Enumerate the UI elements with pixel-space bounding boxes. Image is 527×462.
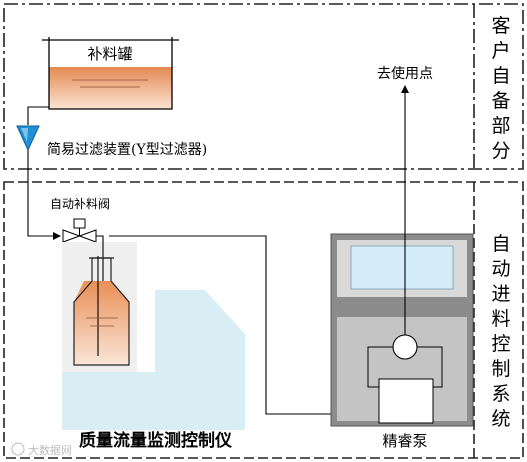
pump-label: 精睿泵 [382,432,427,450]
pump-screen [350,245,454,290]
y-filter: 简易过滤装置(Y型过滤器) [16,125,207,158]
customer-char: 部 [491,115,510,137]
valve-label: 自动补料阀 [50,197,110,211]
destination-label: 去使用点 [377,65,433,82]
auto-char: 自 [491,233,510,255]
controller-platform [62,290,245,430]
filter-icon [16,125,40,152]
customer-char: 户 [491,40,510,62]
bottle-outline [73,257,130,366]
pump-head [378,378,434,424]
watermark: 大数据网 [11,442,72,457]
pump-rotor-icon [392,334,418,360]
tank-wall [48,37,173,110]
tank-outlet-pipe [27,106,49,125]
filter-label: 简易过滤装置(Y型过滤器) [47,141,207,158]
valve-body-icon [78,229,97,243]
customer-char: 分 [491,140,510,162]
filter-highlight [21,128,28,142]
auto-char: 制 [491,358,510,380]
auto-char: 动 [491,258,510,280]
auto-char: 控 [491,333,510,355]
auto-feed-valve: 自动补料阀 [50,197,110,243]
tank-label: 补料罐 [87,45,132,63]
customer-char: 备 [491,90,510,112]
auto-section-title: 自 动 进 料 控 制 系 统 [491,233,510,430]
pump: 精睿泵 [330,233,474,450]
auto-char: 进 [491,283,510,305]
customer-section-title: 客 户 自 备 部 分 [491,15,510,162]
tank-liquid [49,67,172,109]
feed-tank: 补料罐 [42,37,179,110]
watermark-text: 大数据网 [28,443,72,457]
customer-section-border [3,3,524,170]
feed-pipe [27,150,61,240]
auto-char: 系 [491,383,510,405]
mass-flow-controller: 质量流量监测控制仪 [62,235,245,451]
controller-label: 质量流量监测控制仪 [79,430,233,451]
valve-to-bottle-pipe [96,235,104,286]
valve-body-icon [62,229,81,243]
controller-to-pump-pipe [109,235,377,418]
auto-section-border [3,181,524,459]
customer-char: 自 [491,65,510,87]
auto-char: 料 [491,308,510,330]
auto-char: 统 [491,408,510,430]
bottle-liquid [74,281,129,365]
customer-char: 客 [491,15,510,37]
watermark-logo-icon [11,442,25,456]
valve-actuator [73,218,86,229]
